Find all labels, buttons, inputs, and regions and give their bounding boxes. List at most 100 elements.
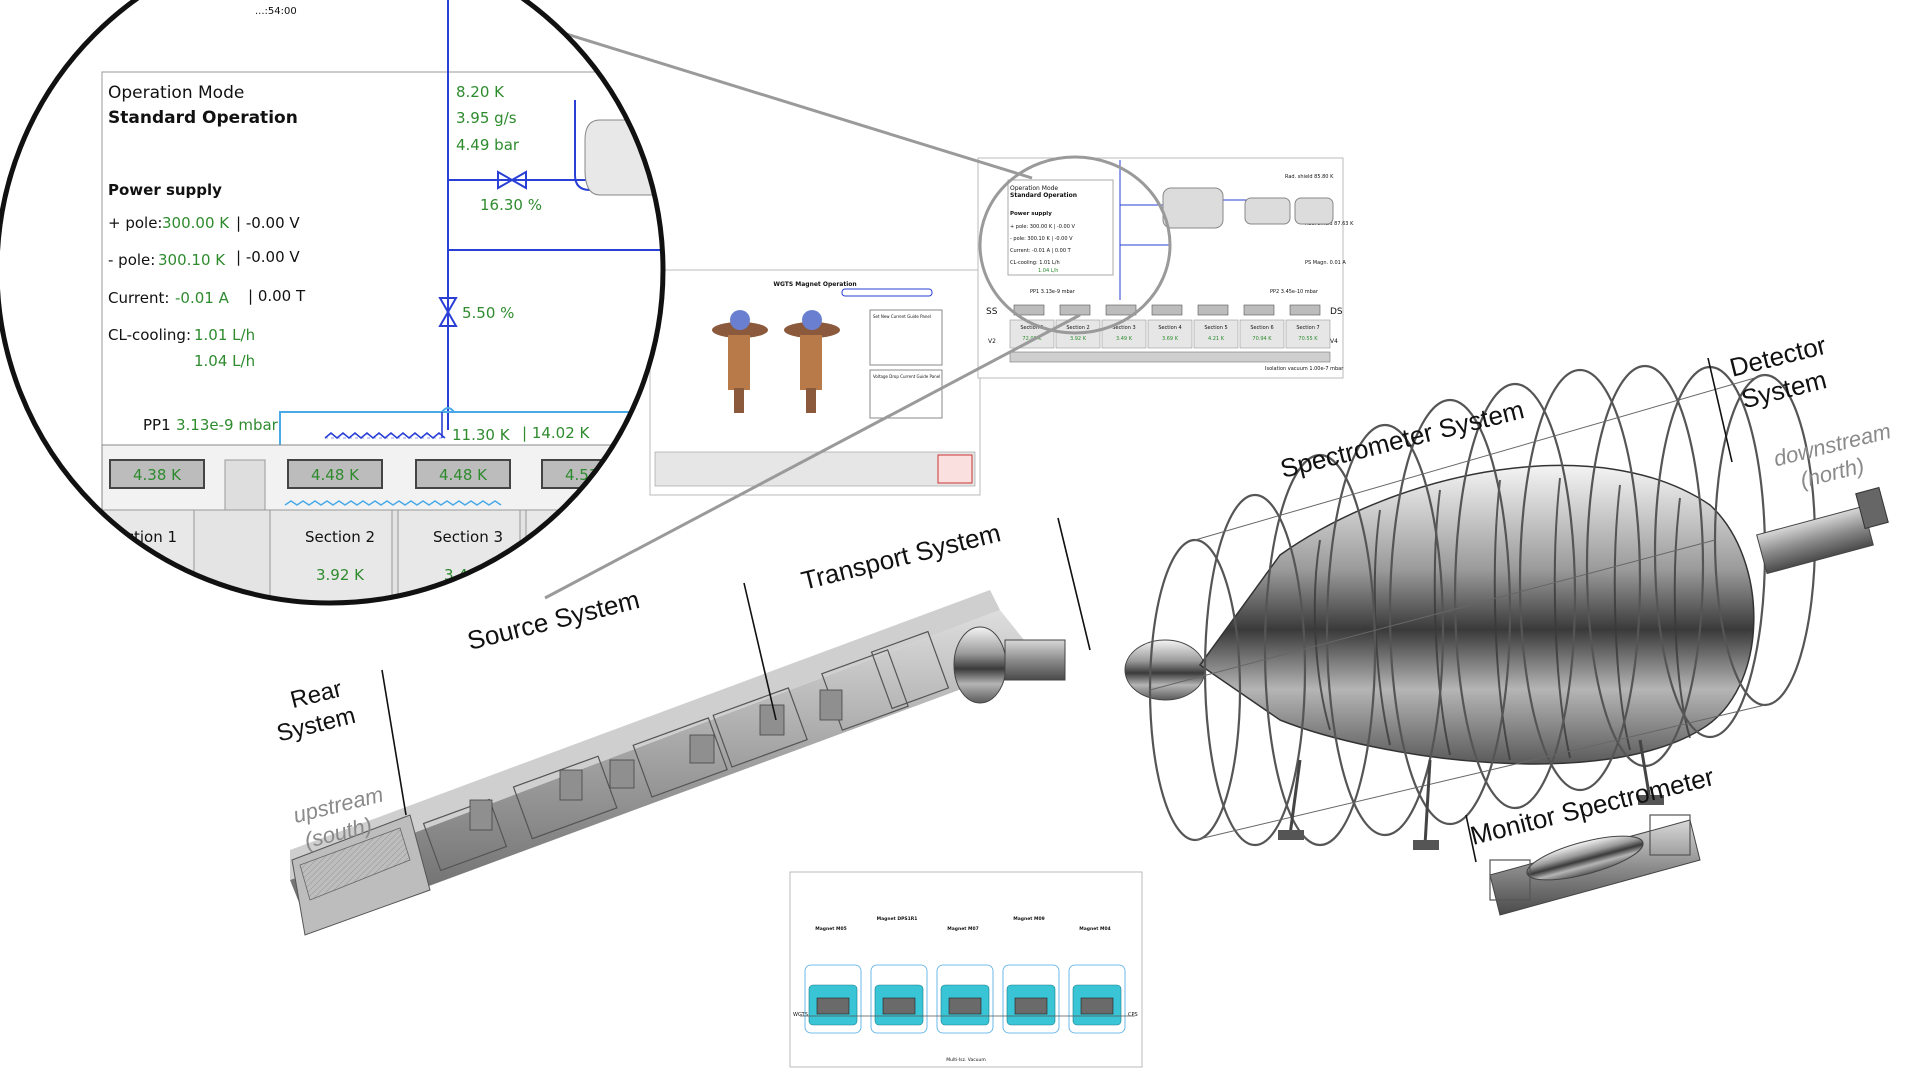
- svg-text:Standard Operation: Standard Operation: [1010, 192, 1077, 199]
- bottom-magnet-name: Magnet M04: [1079, 926, 1110, 932]
- magnet-overview-panel: WGTS CPS Multi-Isz. Vacuum Magnet M05Mag…: [789, 871, 1143, 1068]
- right-panel-section: Section 5 4.21 K: [1193, 304, 1239, 349]
- svg-text:Rad. shield 85.80 K: Rad. shield 85.80 K: [1285, 174, 1334, 180]
- rear-system-label: Rear System: [274, 675, 358, 747]
- right-panel-section: Section 3 3.49 K: [1101, 304, 1147, 349]
- detector-divider: [1707, 357, 1733, 463]
- svg-text:...:54:00: ...:54:00: [255, 6, 297, 17]
- svg-text:Operation Mode: Operation Mode: [1010, 185, 1058, 192]
- cl-cooling-value-2: 1.04 L/h: [194, 352, 255, 370]
- svg-text:SS: SS: [986, 307, 998, 317]
- transport-system-label: Transport System: [798, 517, 1003, 596]
- valve-1-value: 16.30 %: [480, 196, 542, 214]
- zoom-temp-box: 4.48 K: [287, 459, 383, 489]
- zoom-section-name: Section 2: [305, 528, 375, 546]
- right-panel-section-name: Section 5: [1204, 325, 1227, 331]
- zoom-source-ring: [978, 155, 1172, 335]
- plus-pole-voltage: | -0.00 V: [236, 214, 300, 232]
- svg-text:System: System: [274, 702, 358, 748]
- right-panel-section-temp: 3.49 K: [1116, 336, 1133, 342]
- zoom-temp-box-value: 4.48 K: [311, 466, 360, 484]
- temp-a: 11.30 K: [452, 426, 511, 444]
- right-panel-section-name: Section 1: [1020, 325, 1043, 331]
- current-label: Current:: [108, 289, 169, 307]
- svg-text:DS: DS: [1330, 307, 1343, 317]
- bottom-magnet-name: Magnet DPS1R1: [877, 916, 918, 922]
- pp1-label: PP1: [143, 416, 171, 434]
- zoom-section: Section 33.49 K: [397, 509, 521, 603]
- svg-text:Isolation vacuum 1.00e-7 mbar: Isolation vacuum 1.00e-7 mbar: [1265, 366, 1344, 372]
- bottom-magnet-name: Magnet M09: [1013, 916, 1044, 922]
- svg-text:1.04 L/h: 1.04 L/h: [1038, 268, 1058, 274]
- svg-text:Set New Current Guide Panel: Set New Current Guide Panel: [873, 314, 931, 319]
- right-panel-section-name: Section 2: [1066, 325, 1089, 331]
- valve-top: [497, 170, 527, 190]
- minus-pole-value: 300.10 K: [158, 251, 226, 269]
- right-panel-section: Section 770.55 K: [1285, 304, 1331, 349]
- plus-pole-value: 300.00 K: [162, 214, 230, 232]
- zoom-section: Section 2 3.92 K: [269, 509, 393, 603]
- minus-pole-voltage: | -0.00 V: [236, 248, 300, 266]
- edge-letter: S: [40, 473, 59, 508]
- zoom-section-temp: 3.92 K: [316, 566, 365, 584]
- right-panel-section-temp: 3.69 K: [1162, 336, 1179, 342]
- right-panel-section-name: Section 4: [1158, 325, 1181, 331]
- right-panel-section: Section 6 70.94 K: [1239, 304, 1285, 349]
- zoom-temp-box-value: 4.48 K: [439, 466, 488, 484]
- svg-text:Power supply: Power supply: [1010, 211, 1052, 217]
- wgts-magnet-panel: WGTS Magnet Operation Set New Current Gu…: [649, 269, 981, 496]
- zoom-connectors: [504, 13, 1081, 600]
- right-panel-section-name: Section 3: [1112, 325, 1135, 331]
- current-guide-boxes: Set New Current Guide Panel Voltage Drop…: [869, 309, 943, 419]
- right-panel-section-name: Section 6: [1250, 325, 1273, 331]
- cl-cooling-label: CL-cooling:: [108, 326, 191, 344]
- power-supply-label: Power supply: [108, 181, 222, 199]
- top-temp: 8.20 K: [456, 83, 505, 101]
- bottom-magnet: Magnet DPS1R1: [870, 916, 928, 1034]
- zoom-section-name: Sectio: [573, 528, 619, 546]
- svg-text:CL-cooling: 1.01 L/h: CL-cooling: 1.01 L/h: [1010, 260, 1060, 266]
- right-panel-section-temp: 3.92 K: [1070, 336, 1087, 342]
- temp-b: | 14.02 K: [522, 424, 591, 442]
- current-value: -0.01 A: [175, 289, 230, 307]
- svg-text:WGTS: WGTS: [793, 1012, 808, 1018]
- monitor-divider: [1465, 814, 1477, 863]
- svg-text:- pole: 300.10 K | -0.00 V: - pole: 300.10 K | -0.00 V: [1010, 236, 1073, 242]
- zoom-hatch-box: [292, 616, 382, 644]
- minus-pole-label: - pole:: [108, 251, 155, 269]
- spectrometer-system-label: Spectrometer System: [1277, 394, 1527, 484]
- transport-divider: [1057, 517, 1091, 651]
- zoom-temperature-boxes: 4.38 K 4.48 K 4.48 K 4.53 K: [109, 459, 637, 489]
- right-panel-section-temp: 70.55 K: [1298, 336, 1318, 342]
- bottom-magnet-name: Magnet M05: [815, 926, 846, 932]
- operation-mode-value: Standard Operation: [108, 108, 298, 128]
- svg-text:Multi-Isz. Vacuum: Multi-Isz. Vacuum: [946, 1057, 986, 1063]
- bottom-magnet: Magnet M04: [1068, 926, 1126, 1034]
- operation-mode-label: Operation Mode: [108, 83, 244, 103]
- svg-text:V4: V4: [1330, 338, 1338, 345]
- svg-text:+ pole: 300.00 K | -0.00 V: + pole: 300.00 K | -0.00 V: [1010, 224, 1076, 230]
- detector-system-label: Detector System: [1727, 330, 1830, 415]
- top-pressure: 4.49 bar: [456, 136, 520, 154]
- svg-text:PP1 3.13e-9 mbar: PP1 3.13e-9 mbar: [1030, 289, 1076, 295]
- right-panel-section-temp: 70.94 K: [1252, 336, 1272, 342]
- zoom-temp-box: 4.38 K: [109, 459, 205, 489]
- zoom-temp-box: 4.48 K: [415, 459, 511, 489]
- svg-text:CPS: CPS: [1128, 1012, 1138, 1018]
- valve-mid: [438, 297, 458, 327]
- cryo-overview-panel: Operation Mode Standard Operation Power …: [977, 157, 1354, 379]
- svg-text:WGTS Magnet Operation: WGTS Magnet Operation: [773, 281, 856, 288]
- bottom-magnet: Magnet M09: [1002, 916, 1060, 1034]
- zoom-section-temp: 72.08 K: [113, 566, 172, 584]
- svg-text:PS Magn. 0.01 A: PS Magn. 0.01 A: [1305, 260, 1346, 266]
- valve-2-value: 5.50 %: [462, 304, 514, 322]
- right-panel-section-temp: 4.21 K: [1208, 336, 1225, 342]
- svg-text:Current: -0.01 A | 0.00 T: Current: -0.01 A | 0.00 T: [1010, 248, 1072, 254]
- source-divider: [743, 582, 777, 721]
- magnet-tower-left: [712, 310, 768, 413]
- zoom-temp-box: 4.53 K: [541, 459, 637, 489]
- bottom-magnet-name: Magnet M07: [947, 926, 978, 932]
